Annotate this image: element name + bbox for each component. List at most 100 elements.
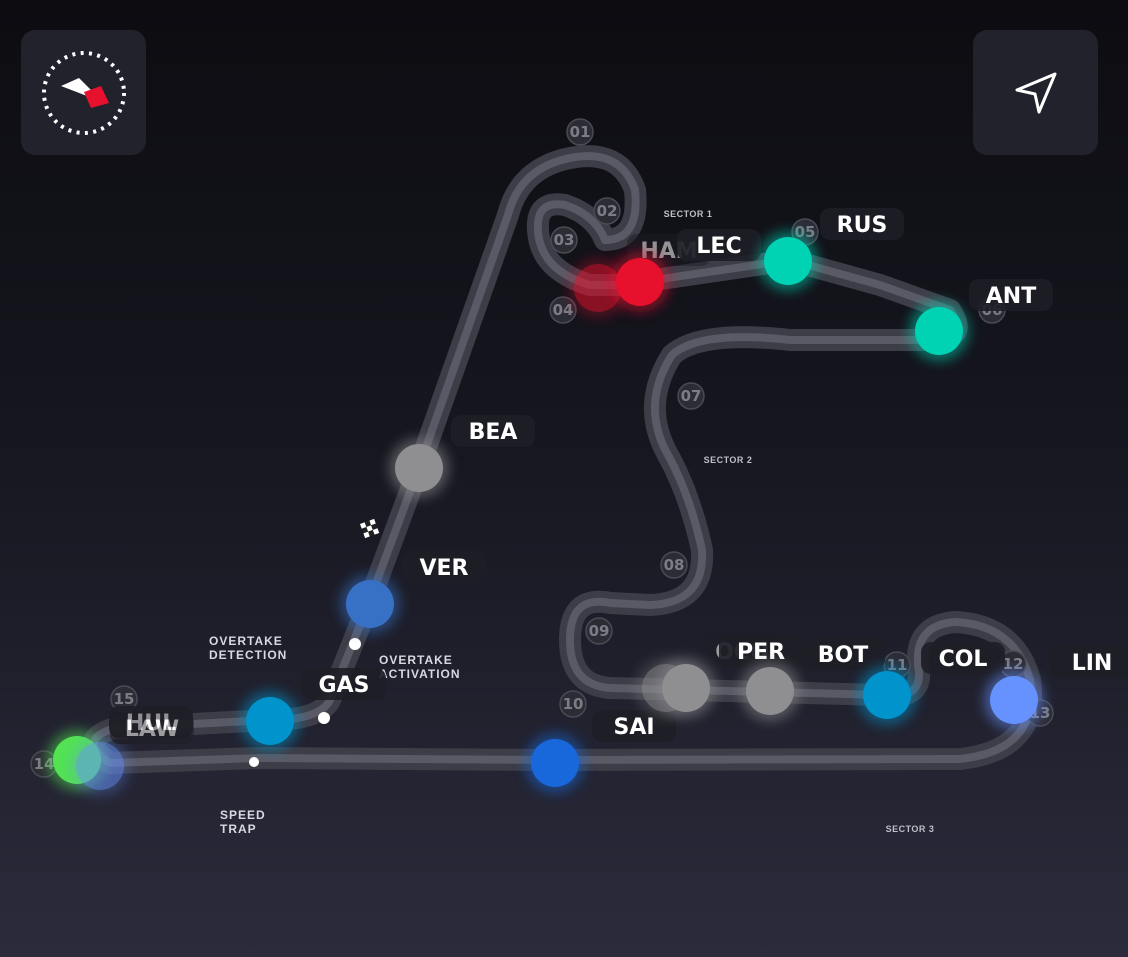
overtake-activation-label-line: ACTIVATION [379,667,461,681]
driver-label-bg [402,551,486,583]
race-logo-icon [41,50,126,135]
flag-cell [369,518,376,526]
driver-code: ANT [986,284,1036,309]
flag-cell [366,525,373,532]
driver-marker-lec[interactable]: LEC [610,229,761,312]
driver-dot[interactable] [574,264,622,312]
driver-marker-bot[interactable]: BOT [740,638,885,721]
driver-code: PER [737,640,785,665]
turn-badge [660,551,688,579]
sector-label: SECTOR 3 [886,824,935,834]
driver-label-bg [677,229,761,261]
turn-marker: 04 [549,296,577,324]
speed-trap-label-line: TRAP [220,822,257,836]
driver-code: RUS [837,213,888,238]
track [82,145,1043,774]
driver-dot[interactable] [76,742,124,790]
driver-code: VER [420,556,469,581]
driver-label-bg [801,638,885,670]
overtake-detection-label-line: DETECTION [209,648,287,662]
turn-badge [566,118,594,146]
turn-marker: 01 [566,118,594,146]
overtake-activation-point [318,712,330,724]
turn-number: 07 [681,387,702,405]
driver-code: COL [939,647,988,672]
driver-marker-law[interactable]: LAW [70,712,194,796]
sector-label: SECTOR 2 [704,455,753,465]
turn-badge [549,296,577,324]
driver-code: LIN [1072,651,1113,676]
turn-marker: 07 [677,382,705,410]
flag-cell [371,523,378,530]
flag-cell [368,529,375,537]
turn-number: 12 [1003,655,1024,673]
driver-dot[interactable] [915,307,963,355]
logo-button[interactable] [21,30,146,155]
driver-label-bg [592,710,676,742]
driver-dot[interactable] [662,664,710,712]
driver-marker-ant[interactable]: ANT [909,279,1053,361]
flag-cell [363,531,370,539]
turn-badge [559,690,587,718]
turn-marker: 02 [593,197,621,225]
driver-marker-sai[interactable]: SAI [525,710,676,793]
overtake-activation-label-line: OVERTAKE [379,653,453,667]
turn-number: 09 [589,622,610,640]
driver-marker-per[interactable]: PER [656,635,803,718]
flag-cell [364,520,372,527]
driver-dot[interactable] [863,671,911,719]
driver-dot[interactable] [616,258,664,306]
navigation-button[interactable] [973,30,1098,155]
turn-number: 01 [570,123,591,141]
driver-marker-bea[interactable]: BEA [389,415,535,498]
turn-number: 04 [553,301,574,319]
driver-dot[interactable] [746,667,794,715]
overtake-detection-point [349,638,361,650]
driver-marker-col[interactable]: COL [857,642,1005,725]
driver-dot[interactable] [764,237,812,285]
driver-code: LEC [696,234,741,259]
driver-marker-lin[interactable]: LIN [984,646,1128,730]
driver-dot[interactable] [990,676,1038,724]
turn-marker: 03 [550,226,578,254]
overtake-detection-label-line: OVERTAKE [209,634,283,648]
driver-code: GAS [319,673,370,698]
flag-cell [360,522,367,529]
speed-trap-point [249,757,259,767]
driver-marker-rus[interactable]: RUS [758,208,904,291]
turn-badge [585,617,613,645]
driver-code: BOT [818,643,868,668]
driver-code: HUL [126,711,176,736]
flag-cell [361,526,369,534]
driver-dot[interactable] [346,580,394,628]
turn-number: 15 [114,690,135,708]
sector-label: SECTOR 1 [664,209,713,219]
driver-label-bg [302,668,386,700]
driver-dot[interactable] [246,697,294,745]
turn-number: 03 [554,231,575,249]
turn-badge [593,197,621,225]
driver-label-bg [820,208,904,240]
turn-badge [677,382,705,410]
turn-number: 02 [597,202,618,220]
driver-marker-gas[interactable]: GAS [240,668,386,751]
driver-dot[interactable] [395,444,443,492]
driver-label-bg [719,635,803,667]
driver-label-bg [109,706,193,738]
turn-number: 08 [664,556,685,574]
driver-label-bg [451,415,535,447]
turn-marker: 15 [110,685,138,713]
driver-label-bg [921,642,1005,674]
turn-marker: 09 [585,617,613,645]
driver-marker-ver[interactable]: VER [340,551,486,634]
driver-dot[interactable] [531,739,579,787]
driver-code: SAI [613,715,654,740]
driver-label-bg [1050,646,1128,678]
flag-cell [372,528,380,535]
turn-marker: 10 [559,690,587,718]
driver-code: LAW [125,717,179,742]
